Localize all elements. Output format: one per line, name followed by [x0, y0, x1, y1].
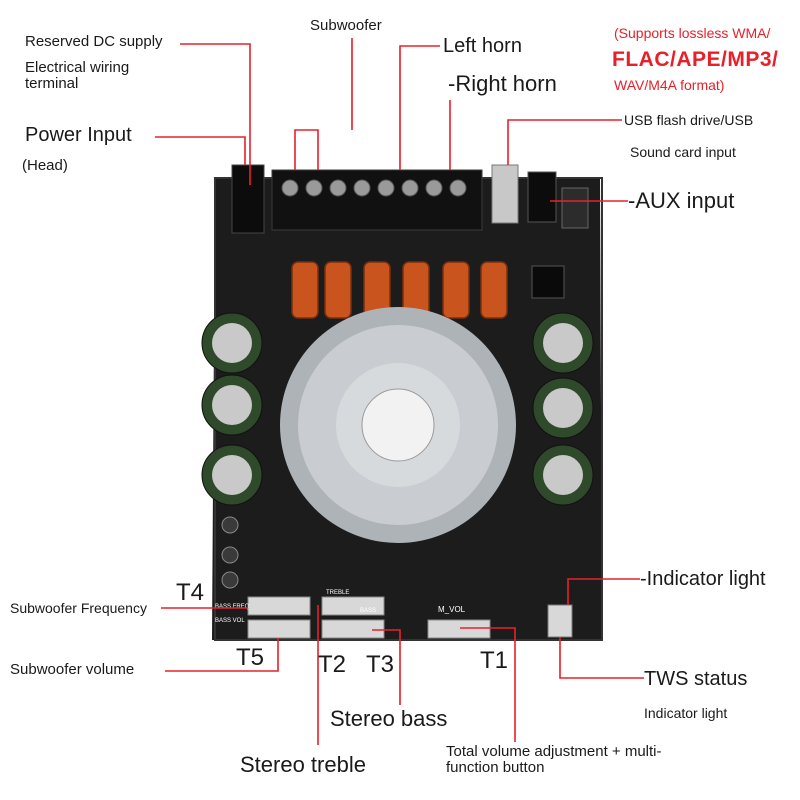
silk-m-vol: M_VOL	[438, 605, 466, 614]
aux-jack	[527, 171, 557, 223]
label-reserved-dc: Reserved DC supply	[25, 33, 163, 50]
heatsink	[280, 307, 516, 543]
silk-bass-freq: BASS FREQ	[215, 604, 250, 610]
label-t3: T3	[366, 651, 395, 678]
label-supports-lossless: (Supports lossless WMA/	[614, 25, 771, 41]
label-tws-status: TWS status	[644, 668, 748, 690]
label-terminal: terminal	[25, 75, 79, 92]
label-left-horn: Left horn	[443, 35, 522, 57]
silk-bass-vol: BASS VOL	[215, 618, 245, 624]
label-head: (Head)	[22, 157, 68, 174]
label-t1: T1	[480, 647, 509, 674]
label-stereo-treble: Stereo treble	[240, 752, 366, 777]
label-indicator-light: -Indicator light	[640, 568, 766, 590]
silk-treble: TREBLE	[326, 590, 349, 596]
dc-power-jack	[231, 164, 265, 234]
capacitors-left	[201, 312, 263, 506]
capacitors-right	[532, 312, 594, 506]
label-right-horn: -Right horn	[448, 71, 557, 96]
label-t4: T4	[176, 579, 205, 606]
label-sub-freq: Subwoofer Frequency	[10, 600, 147, 616]
label-formats-bold: FLAC/APE/MP3/	[612, 48, 779, 71]
label-sound-card: Sound card input	[630, 144, 736, 160]
label-total-volume: Total volume adjustment + multi-	[446, 743, 662, 760]
label-usb-flash: USB flash drive/USB	[624, 112, 754, 128]
led-header	[547, 604, 573, 638]
label-formats-tail: WAV/M4A format)	[614, 77, 725, 93]
small-capacitors	[221, 516, 239, 589]
terminal-block	[271, 169, 483, 231]
label-aux-input: -AUX input	[628, 188, 735, 213]
silk-bass: BASS	[360, 608, 376, 614]
label-tws-indicator: Indicator light	[644, 705, 728, 721]
label-t2: T2	[318, 651, 347, 678]
label-stereo-bass: Stereo bass	[330, 706, 448, 731]
connectors	[247, 596, 491, 639]
label-sub-volume: Subwoofer volume	[10, 661, 135, 678]
label-electrical-wiring: Electrical wiring	[25, 59, 130, 76]
label-power-input: Power Input	[25, 124, 132, 146]
inductor-coils	[291, 261, 508, 319]
callout-lines	[155, 38, 644, 745]
label-subwoofer: Subwoofer	[310, 17, 382, 34]
chip	[531, 265, 565, 299]
label-t5: T5	[236, 644, 265, 671]
label-function-button: function button	[446, 759, 545, 776]
bluetooth-antenna	[561, 187, 589, 229]
usb-port	[491, 164, 519, 224]
